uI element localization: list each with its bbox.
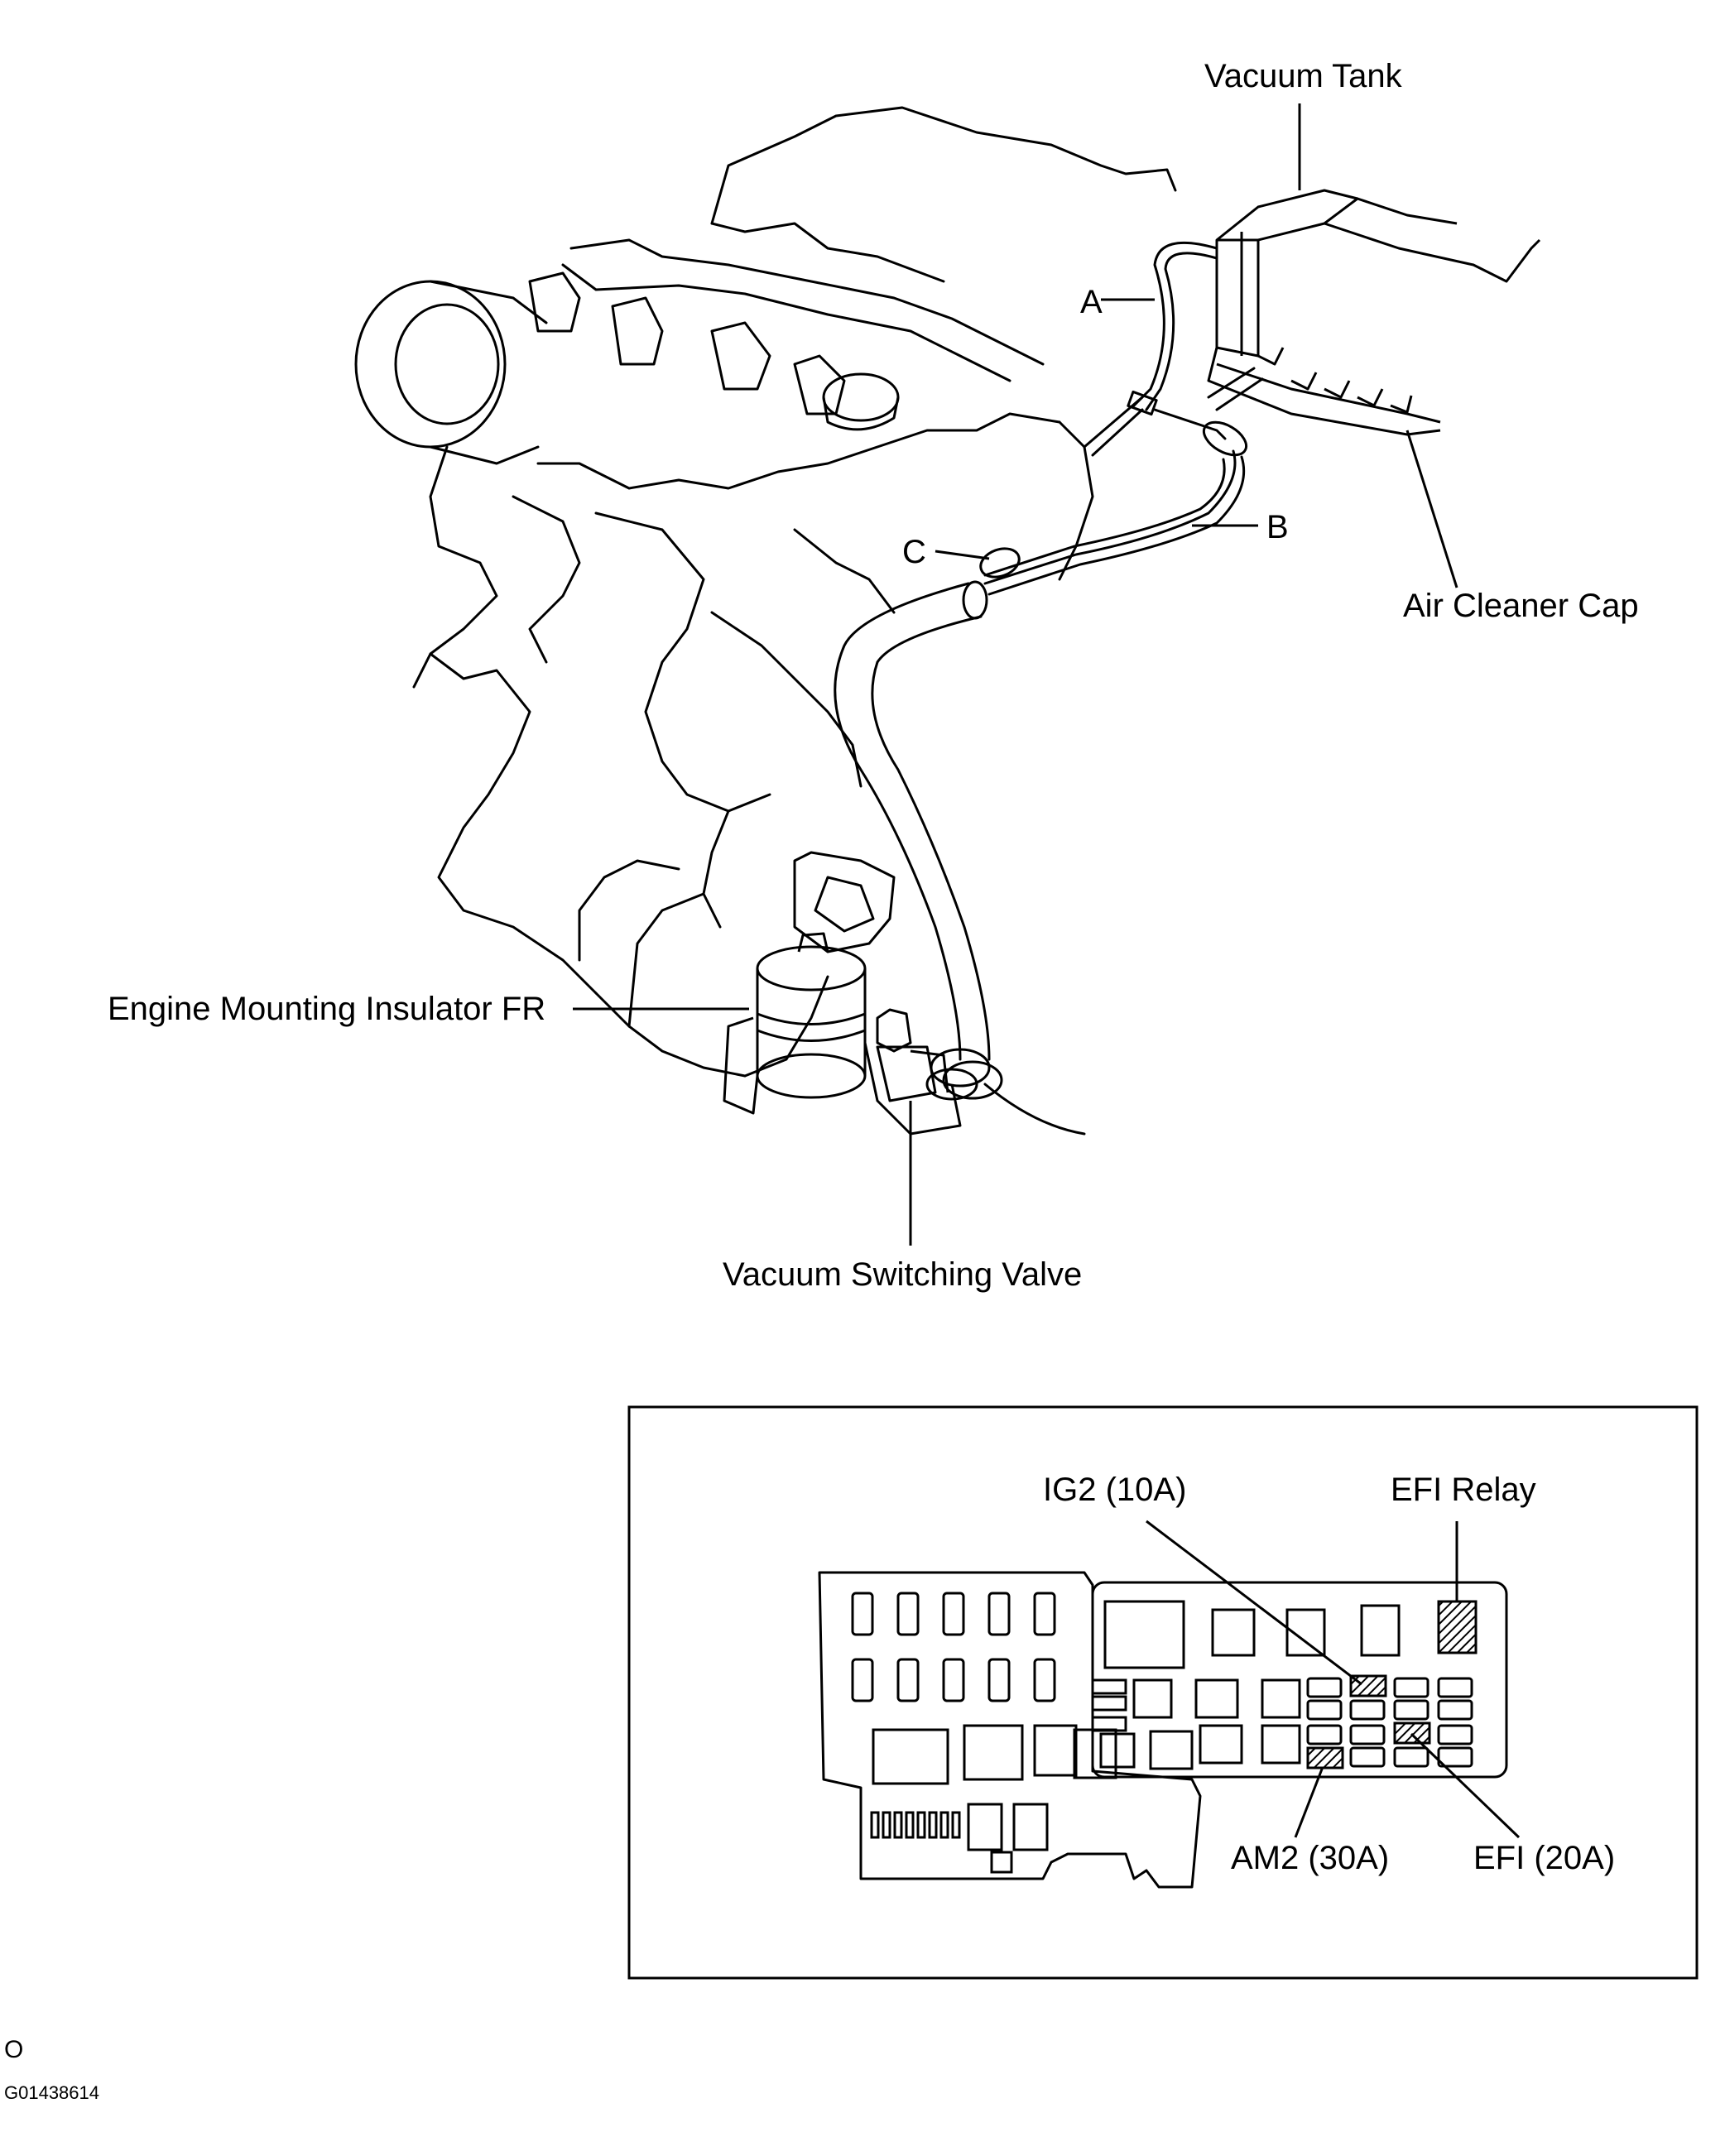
efi-relay-highlight — [1437, 1600, 1478, 1654]
leader-lines-fuse — [1146, 1520, 1521, 1839]
label-hose-c: C — [902, 534, 926, 570]
vacuum-tank-part — [1215, 189, 1541, 358]
label-efi-fuse: EFI (20A) — [1473, 1840, 1616, 1876]
label-air-cleaner-cap: Air Cleaner Cap — [1403, 588, 1639, 624]
am2-fuse-highlight — [1306, 1746, 1344, 1769]
label-hose-a: A — [1080, 284, 1103, 320]
engine-mount-part — [723, 851, 962, 1136]
label-ig2-fuse: IG2 (10A) — [1043, 1472, 1187, 1508]
vacuum-hoses — [834, 241, 1264, 1136]
leader-lines-engine — [573, 103, 1458, 1246]
fuse-box-inset-frame — [627, 1405, 1699, 1980]
label-efi-relay: EFI Relay — [1391, 1472, 1536, 1508]
fuse-box-left-cells — [851, 1592, 1117, 1874]
label-vsv: Vacuum Switching Valve — [723, 1256, 1083, 1293]
figure-id: G01438614 — [4, 2082, 99, 2103]
fuse-box-right-cells — [1091, 1600, 1473, 1770]
label-hose-b: B — [1266, 509, 1289, 545]
air-cleaner-cap-part — [1207, 347, 1441, 436]
footer-mark: O — [4, 2036, 24, 2063]
label-engine-mount: Engine Mounting Insulator FR — [108, 991, 546, 1027]
label-am2-fuse: AM2 (30A) — [1231, 1840, 1390, 1876]
engine-block — [354, 106, 1177, 1078]
label-vacuum-tank: Vacuum Tank — [1204, 58, 1402, 94]
vsv-part — [876, 1008, 949, 1102]
